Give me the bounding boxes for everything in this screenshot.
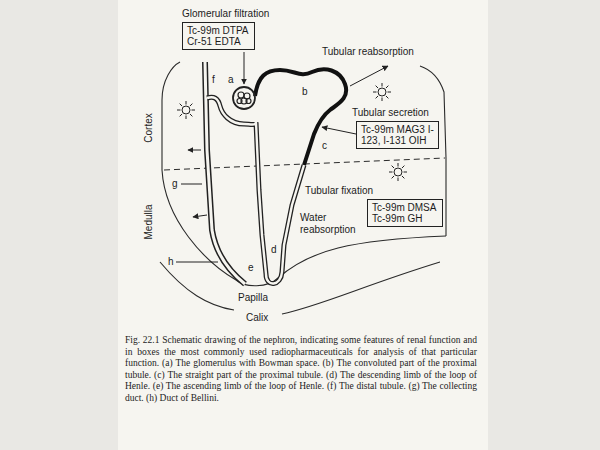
function-heading: Tubular secretion	[352, 107, 439, 119]
part-letter: e	[248, 262, 254, 274]
radiopharmaceutical-list: Tc-99m DMSA Tc-99m GH	[367, 199, 443, 227]
proximal-tubule	[255, 69, 346, 165]
annotation-label: Tubular reabsorption	[322, 46, 414, 58]
loop-and-distal-tubule	[207, 97, 304, 283]
part-letter: d	[271, 244, 277, 256]
annotation-label: Papilla	[238, 292, 268, 304]
glomerulus	[233, 87, 255, 109]
function-heading: Glomerular filtration	[182, 8, 269, 20]
annotation-label: Cortex	[143, 113, 155, 142]
part-letter: g	[172, 178, 178, 190]
leader-lines	[176, 52, 388, 262]
book-page	[118, 0, 488, 450]
capillary-symbol	[177, 101, 195, 119]
annotation-label: Medulla	[143, 204, 155, 239]
capillary-symbol	[373, 83, 391, 101]
kidney-outline	[160, 62, 446, 314]
part-letter: c	[322, 140, 327, 152]
function-box: Glomerular filtrationTc-99m DTPA Cr-51 E…	[182, 8, 269, 50]
part-letter: a	[228, 74, 234, 86]
annotation-label: Calix	[246, 312, 268, 324]
part-letter: b	[302, 86, 308, 98]
capillary-symbol	[389, 163, 407, 181]
annotation-label: Water reabsorption	[300, 212, 356, 236]
part-letter: h	[168, 256, 174, 268]
function-heading: Tubular fixation	[305, 185, 443, 197]
figure-caption: Fig. 22.1 Schematic drawing of the nephr…	[125, 335, 477, 404]
part-letter: f	[212, 74, 215, 86]
radiopharmaceutical-list: Tc-99m DTPA Cr-51 EDTA	[182, 22, 255, 50]
function-box: Tubular secretionTc-99m MAG3 I-123, I-13…	[352, 107, 439, 149]
radiopharmaceutical-list: Tc-99m MAG3 I-123, I-131 OIH	[356, 121, 439, 149]
